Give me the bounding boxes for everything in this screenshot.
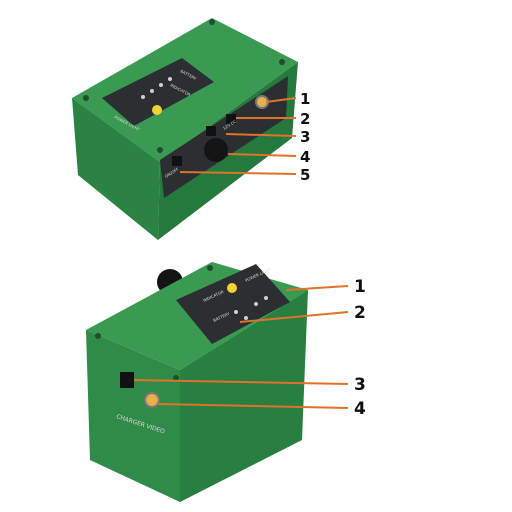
power-light-led-icon [227, 283, 237, 293]
callout-line [265, 97, 297, 103]
callout-line [179, 171, 297, 175]
screw-icon [157, 147, 163, 153]
indicator-led-icon [159, 83, 163, 87]
callout-number: 1 [354, 277, 366, 297]
callout-line [133, 379, 349, 385]
callout-line [157, 403, 349, 409]
indicator-led-icon [168, 77, 172, 81]
callout-number: 3 [300, 128, 310, 146]
top-device: BATTERY INDICATOR POWER LIGHT 12V DC ON/… [72, 18, 298, 240]
bottom-device-right-face [180, 290, 308, 502]
charger-port-icon [226, 114, 236, 124]
callout-line [239, 311, 349, 323]
charger-port-icon [206, 126, 216, 136]
indicator-led-icon [244, 316, 248, 320]
screw-icon [209, 19, 215, 25]
top-callout-numbers: 1 2 3 4 5 [300, 90, 310, 184]
callout-line [225, 133, 297, 137]
bottom-device: POWER LIGHT INDICATOR BATTERY CHARGER VI… [86, 262, 308, 502]
bottom-callout-numbers: 1 2 3 4 [354, 277, 366, 419]
screw-icon [95, 333, 101, 339]
callout-number: 4 [300, 148, 310, 166]
screw-icon [207, 265, 213, 271]
bottom-device-front-face [86, 330, 180, 502]
callout-number: 3 [354, 375, 366, 395]
indicator-led-icon [150, 89, 154, 93]
callout-line [227, 153, 297, 157]
indicator-led-icon [141, 95, 145, 99]
callout-line [285, 285, 349, 291]
top-device-connector-panel [160, 76, 288, 198]
callout-number: 4 [354, 399, 366, 419]
callout-number: 1 [300, 90, 310, 108]
callout-number: 5 [300, 166, 310, 184]
indicator-led-icon [234, 310, 238, 314]
top-device-left-face [72, 98, 160, 240]
indicator-led-icon [254, 302, 258, 306]
video-jack-icon [144, 392, 160, 408]
power-light-led-icon [152, 105, 162, 115]
bottom-callouts [133, 285, 349, 409]
charger-port-icon [120, 372, 134, 388]
screw-icon [83, 95, 89, 101]
top-callouts [179, 97, 297, 175]
indicator-led-icon [264, 296, 268, 300]
volume-knob-icon [204, 138, 228, 162]
callout-number: 2 [300, 110, 310, 128]
bottom-device-control-panel [176, 264, 290, 344]
screw-icon [173, 375, 179, 381]
callout-number: 2 [354, 303, 366, 323]
power-switch-icon [172, 156, 182, 166]
screw-icon [279, 59, 285, 65]
top-device-control-panel [102, 58, 214, 126]
